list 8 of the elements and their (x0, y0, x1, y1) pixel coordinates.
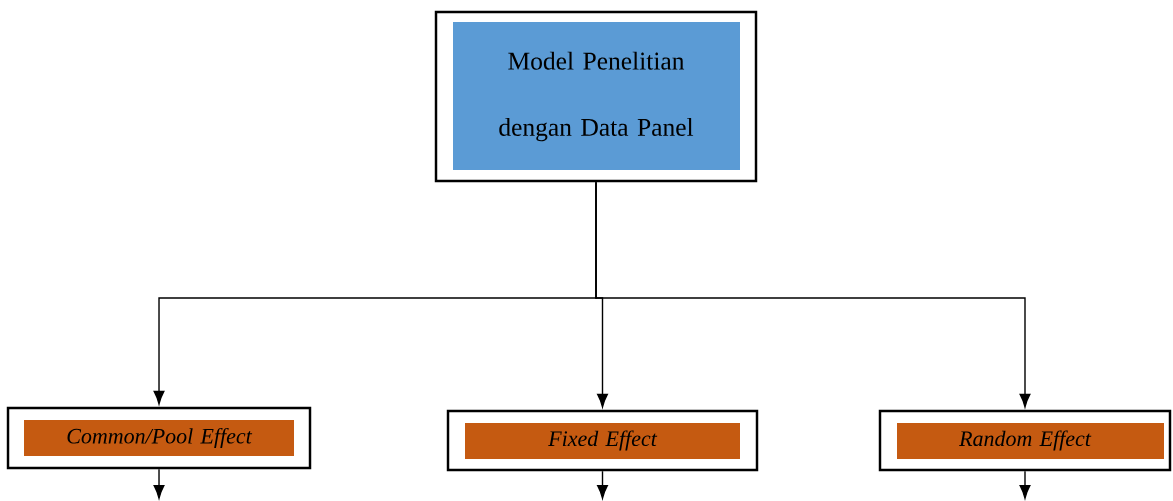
title-box: Model Penelitian dengan Data Panel (434, 10, 758, 183)
method-box: Random Effect (878, 409, 1172, 472)
method-box: Common/Pool Effect (6, 406, 312, 470)
arrow (595, 181, 1031, 408)
arrow (153, 468, 165, 499)
arrow (1019, 470, 1031, 499)
arrow (597, 470, 608, 499)
method-box: Fixed Effect (446, 409, 759, 472)
